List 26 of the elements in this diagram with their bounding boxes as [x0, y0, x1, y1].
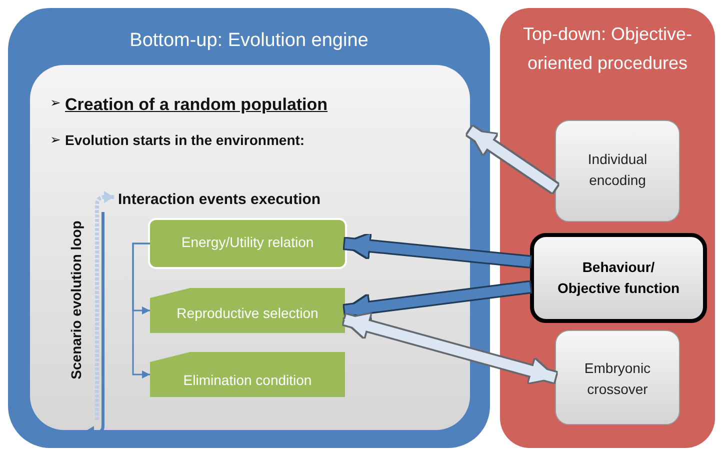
objective-box: [530, 233, 707, 323]
environment-panel: [30, 65, 470, 430]
process-label: Energy/Utility relation: [180, 234, 315, 250]
bullet-text: Creation of a random population: [65, 95, 329, 115]
process-label: Elimination condition: [182, 372, 313, 388]
procedure-label: Embryonic crossover: [583, 359, 652, 399]
procedure-box: [555, 120, 680, 222]
process-label: Reproductive selection: [176, 305, 320, 321]
objective-label: Behaviour/ Objective function: [556, 258, 681, 298]
block-arrow: [344, 314, 556, 383]
bullet-icon: ➢: [50, 96, 61, 111]
procedure-box: [555, 330, 680, 425]
procedures-panel: [500, 8, 715, 448]
procedure-label: Individual encoding: [586, 150, 648, 190]
block-arrow: [467, 126, 558, 192]
process-box: [150, 220, 345, 267]
engine-panel: [8, 8, 490, 448]
section-heading: Interaction events execution: [118, 191, 322, 208]
process-box: [150, 288, 345, 333]
panel-title: Top-down: Objective-oriented procedures: [522, 23, 694, 75]
bullet-icon: ➢: [50, 133, 61, 148]
process-box: [150, 352, 345, 397]
loop-label: Scenario evolution loop: [68, 220, 84, 380]
bullet-text: Evolution starts in the environment:: [65, 132, 306, 148]
panel-title: Bottom-up: Evolution engine: [128, 30, 370, 52]
connector-arrow: [132, 242, 150, 378]
